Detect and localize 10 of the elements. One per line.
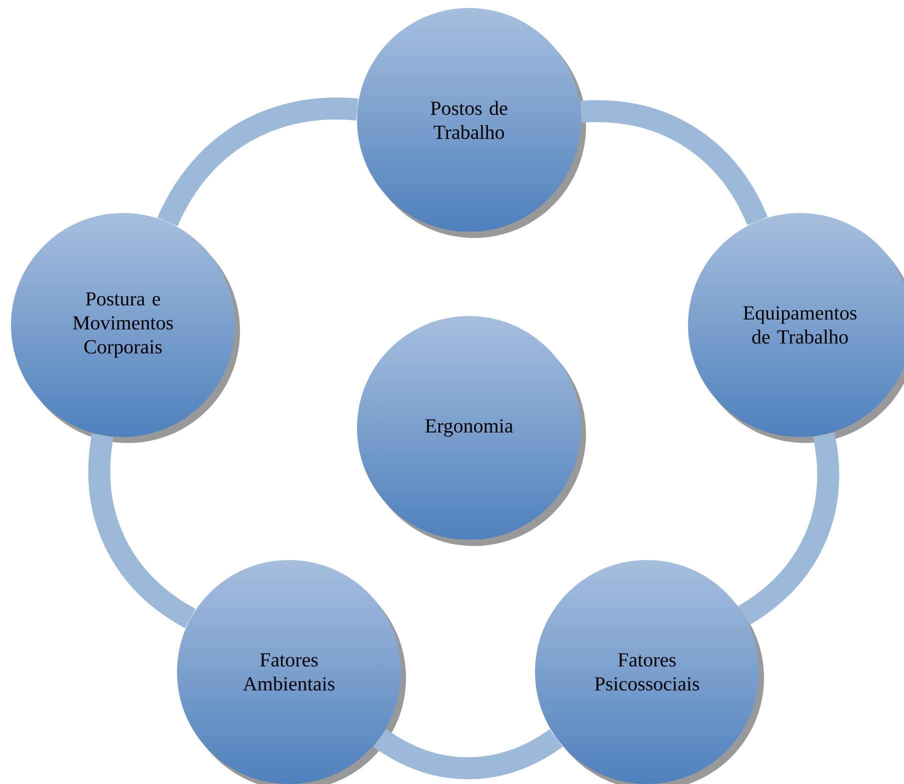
circle-node: Fatores Ambientais — [177, 560, 406, 784]
circle-node: Postura e Movimentos Corporais — [11, 212, 240, 443]
circle-node: Postos de Trabalho — [357, 8, 586, 238]
ring-arc — [580, 100, 768, 226]
ring-arc — [738, 432, 840, 625]
circle-node: Fatores Psicossociais — [535, 560, 764, 784]
ring-arc — [88, 434, 196, 628]
circle-node: Equipamentos de Trabalho — [688, 212, 904, 443]
ring-arc — [158, 98, 358, 227]
circle-node: Ergonomia — [357, 316, 586, 546]
